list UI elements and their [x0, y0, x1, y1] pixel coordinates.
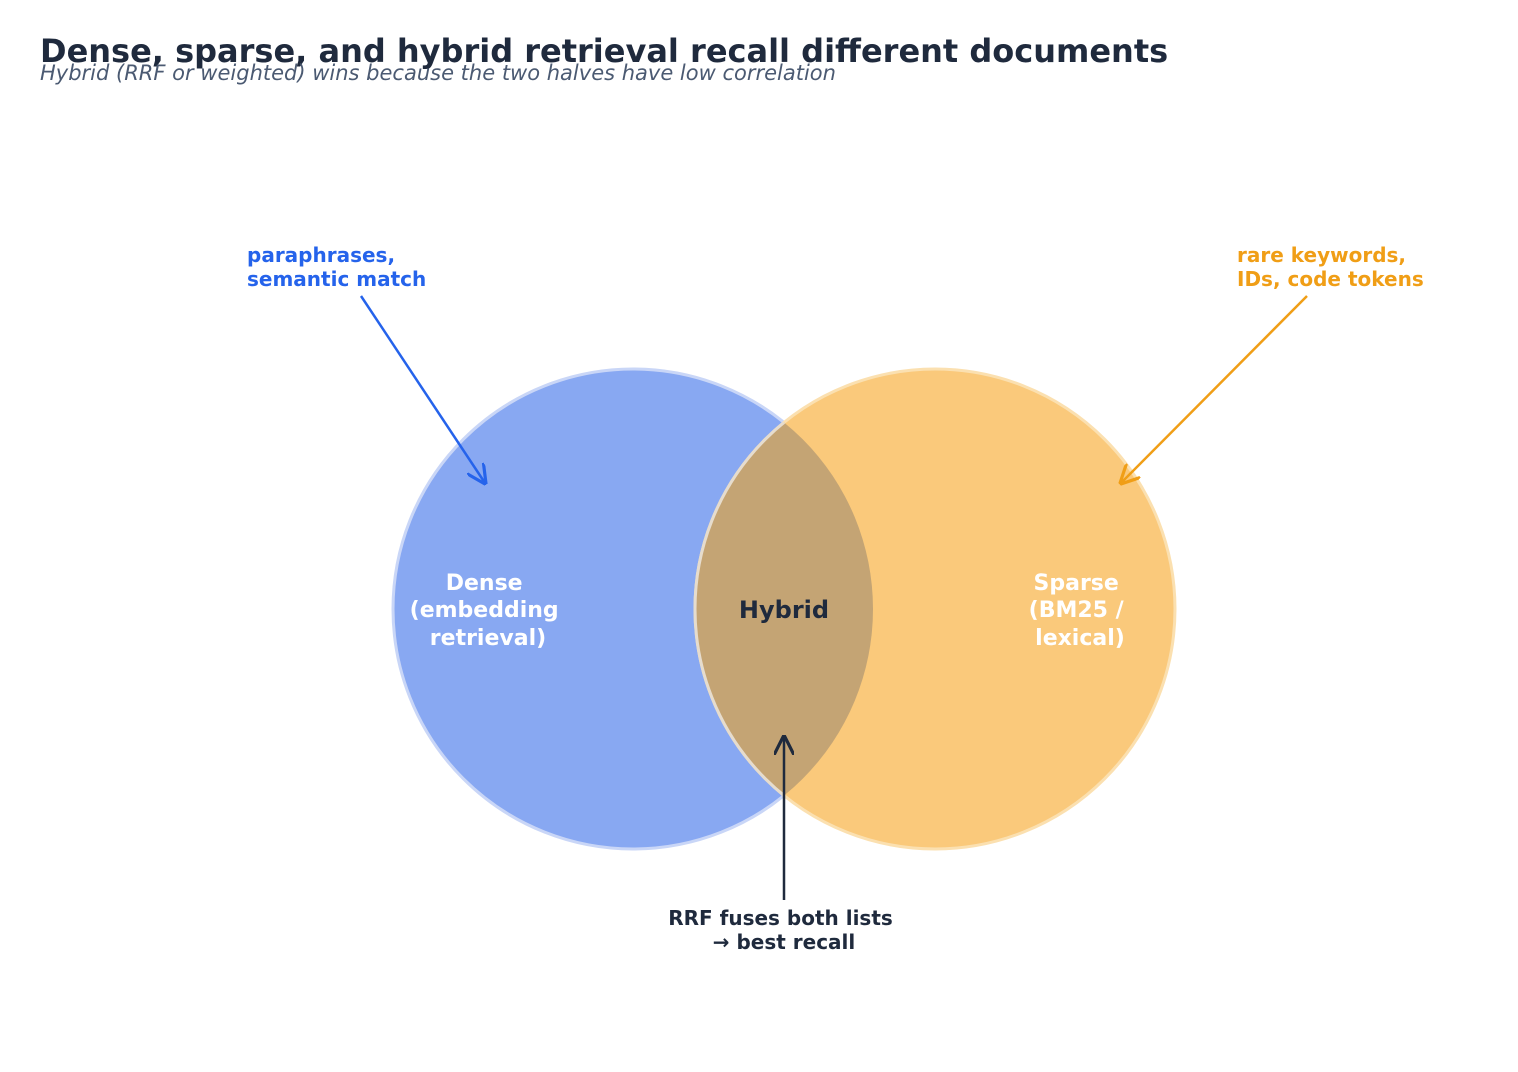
sparse-annotation: rare keywords, IDs, code tokens [1237, 243, 1424, 291]
hybrid-annotation-line: RRF fuses both lists [668, 906, 893, 930]
sparse-annotation-line: IDs, code tokens [1237, 267, 1424, 291]
hybrid-annotation: RRF fuses both lists → best recall [668, 906, 900, 954]
sparse-annotation-line: rare keywords, [1237, 243, 1406, 267]
dense-region-label: Dense (embedding retrieval) [410, 571, 567, 651]
dense-annotation: paraphrases, semantic match [247, 243, 426, 291]
dense-label-line: Dense [446, 571, 523, 596]
sparse-label-line: lexical) [1035, 626, 1125, 651]
sparse-region-label: Sparse (BM25 / lexical) [1029, 571, 1132, 651]
dense-label-line: (embedding [410, 598, 559, 623]
sparse-circle-edge [693, 369, 873, 849]
dense-label-line: retrieval) [430, 626, 546, 651]
dense-annotation-line: paraphrases, [247, 243, 395, 267]
diagram-title: Dense, sparse, and hybrid retrieval reca… [40, 32, 1169, 70]
hybrid-overlap [695, 369, 873, 849]
hybrid-region-label: Hybrid [739, 596, 829, 624]
sparse-label-line: Sparse [1034, 571, 1119, 596]
sparse-label-line: (BM25 / [1029, 598, 1125, 623]
sparse-annotation-arrow [1121, 295, 1308, 483]
hybrid-annotation-line: → best recall [713, 930, 856, 954]
dense-annotation-arrow [359, 295, 485, 483]
dense-annotation-line: semantic match [247, 267, 426, 291]
diagram-subtitle: Hybrid (RRF or weighted) wins because th… [40, 61, 836, 85]
